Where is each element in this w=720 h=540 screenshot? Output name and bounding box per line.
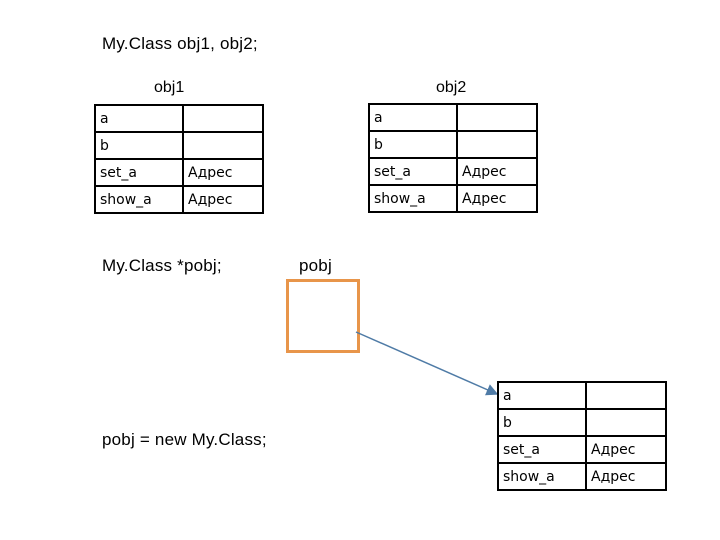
field-name: set_a (497, 435, 587, 464)
table-row: b (497, 408, 667, 437)
table-row: set_a Адрес (368, 157, 538, 186)
table-row: a (368, 103, 538, 132)
pointer-box (286, 279, 360, 353)
new-statement-text: pobj = new My.Class; (102, 430, 267, 449)
field-name: b (497, 408, 587, 437)
field-value: Адрес (182, 185, 264, 214)
field-value (456, 103, 538, 132)
field-name: b (94, 131, 184, 160)
declaration-text: My.Class obj1, obj2; (102, 34, 258, 53)
field-name: set_a (368, 157, 458, 186)
field-value: Адрес (182, 158, 264, 187)
table-row: set_a Адрес (94, 158, 264, 187)
field-name: show_a (368, 184, 458, 213)
table-row: a (94, 104, 264, 133)
pointer-label: pobj (299, 256, 332, 275)
field-value (585, 408, 667, 437)
field-value (585, 381, 667, 410)
table-row: b (368, 130, 538, 159)
new-object-table: a b set_a Адрес show_a Адрес (497, 381, 667, 491)
table-row: b (94, 131, 264, 160)
field-value: Адрес (456, 157, 538, 186)
field-name: show_a (497, 462, 587, 491)
pointer-declaration-text: My.Class *pobj; (102, 256, 222, 275)
field-value: Адрес (456, 184, 538, 213)
field-value (456, 130, 538, 159)
field-name: show_a (94, 185, 184, 214)
field-value: Адрес (585, 462, 667, 491)
table-row: a (497, 381, 667, 410)
field-name: a (94, 104, 184, 133)
table-row: set_a Адрес (497, 435, 667, 464)
obj1-label: obj1 (154, 79, 185, 96)
field-name: a (497, 381, 587, 410)
table-row: show_a Адрес (368, 184, 538, 213)
obj2-table: a b set_a Адрес show_a Адрес (368, 103, 538, 213)
table-row: show_a Адрес (497, 462, 667, 491)
field-value (182, 104, 264, 133)
field-name: b (368, 130, 458, 159)
table-row: show_a Адрес (94, 185, 264, 214)
field-name: set_a (94, 158, 184, 187)
field-value: Адрес (585, 435, 667, 464)
obj2-label: obj2 (436, 79, 467, 96)
field-value (182, 131, 264, 160)
field-name: a (368, 103, 458, 132)
obj1-table: a b set_a Адрес show_a Адрес (94, 104, 264, 214)
